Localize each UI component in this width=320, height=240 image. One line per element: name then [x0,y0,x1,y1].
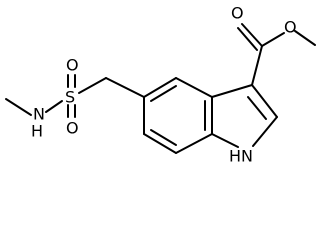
sulfonyl-oxygen-top-label: O [66,56,79,75]
indole-nitrogen-label: N [241,147,253,166]
bond-c3-c2-double [251,84,278,118]
bond-carbonyl-alkoxy [261,32,285,47]
bond-c4-c3a [175,77,213,98]
bond-n-methyl [5,98,32,116]
bond-carbonyl-double-a [241,23,263,47]
bond-c5-c4 [143,77,177,98]
sulfonamide-nitrogen-label: N [33,105,45,124]
sulfonyl-oxygen-bottom-label: O [66,119,79,138]
chemical-structure-diagram: O O O S O N H H N [5,4,316,166]
bond-n1-c7a [211,133,239,148]
bond-c7-c6-inner [150,129,177,146]
bond-c3-c3a [211,84,253,98]
ester-carbonyl-oxygen-label: O [231,4,244,23]
bond-carbonyl-double-b [237,27,258,51]
sulfonyl-sulfur-label: S [65,88,75,107]
bond-c3-c2-inner [247,96,267,120]
sulfonamide-hydrogen-label: H [31,122,43,141]
ester-alkoxy-oxygen-label: O [284,18,297,37]
bond-c5-c4-inner [150,85,177,102]
bond-alkoxy-methyl [294,30,316,46]
bond-s-n [45,100,63,113]
bond-c7-c6 [143,133,177,154]
bond-c7a-c7 [175,133,213,154]
bond-c5-ch2 [105,77,145,98]
indole-hydrogen-label: H [229,147,241,166]
bond-c2-n1 [252,116,278,147]
bond-ch2-s [78,77,107,94]
bond-c3-carbonyl [251,45,263,86]
